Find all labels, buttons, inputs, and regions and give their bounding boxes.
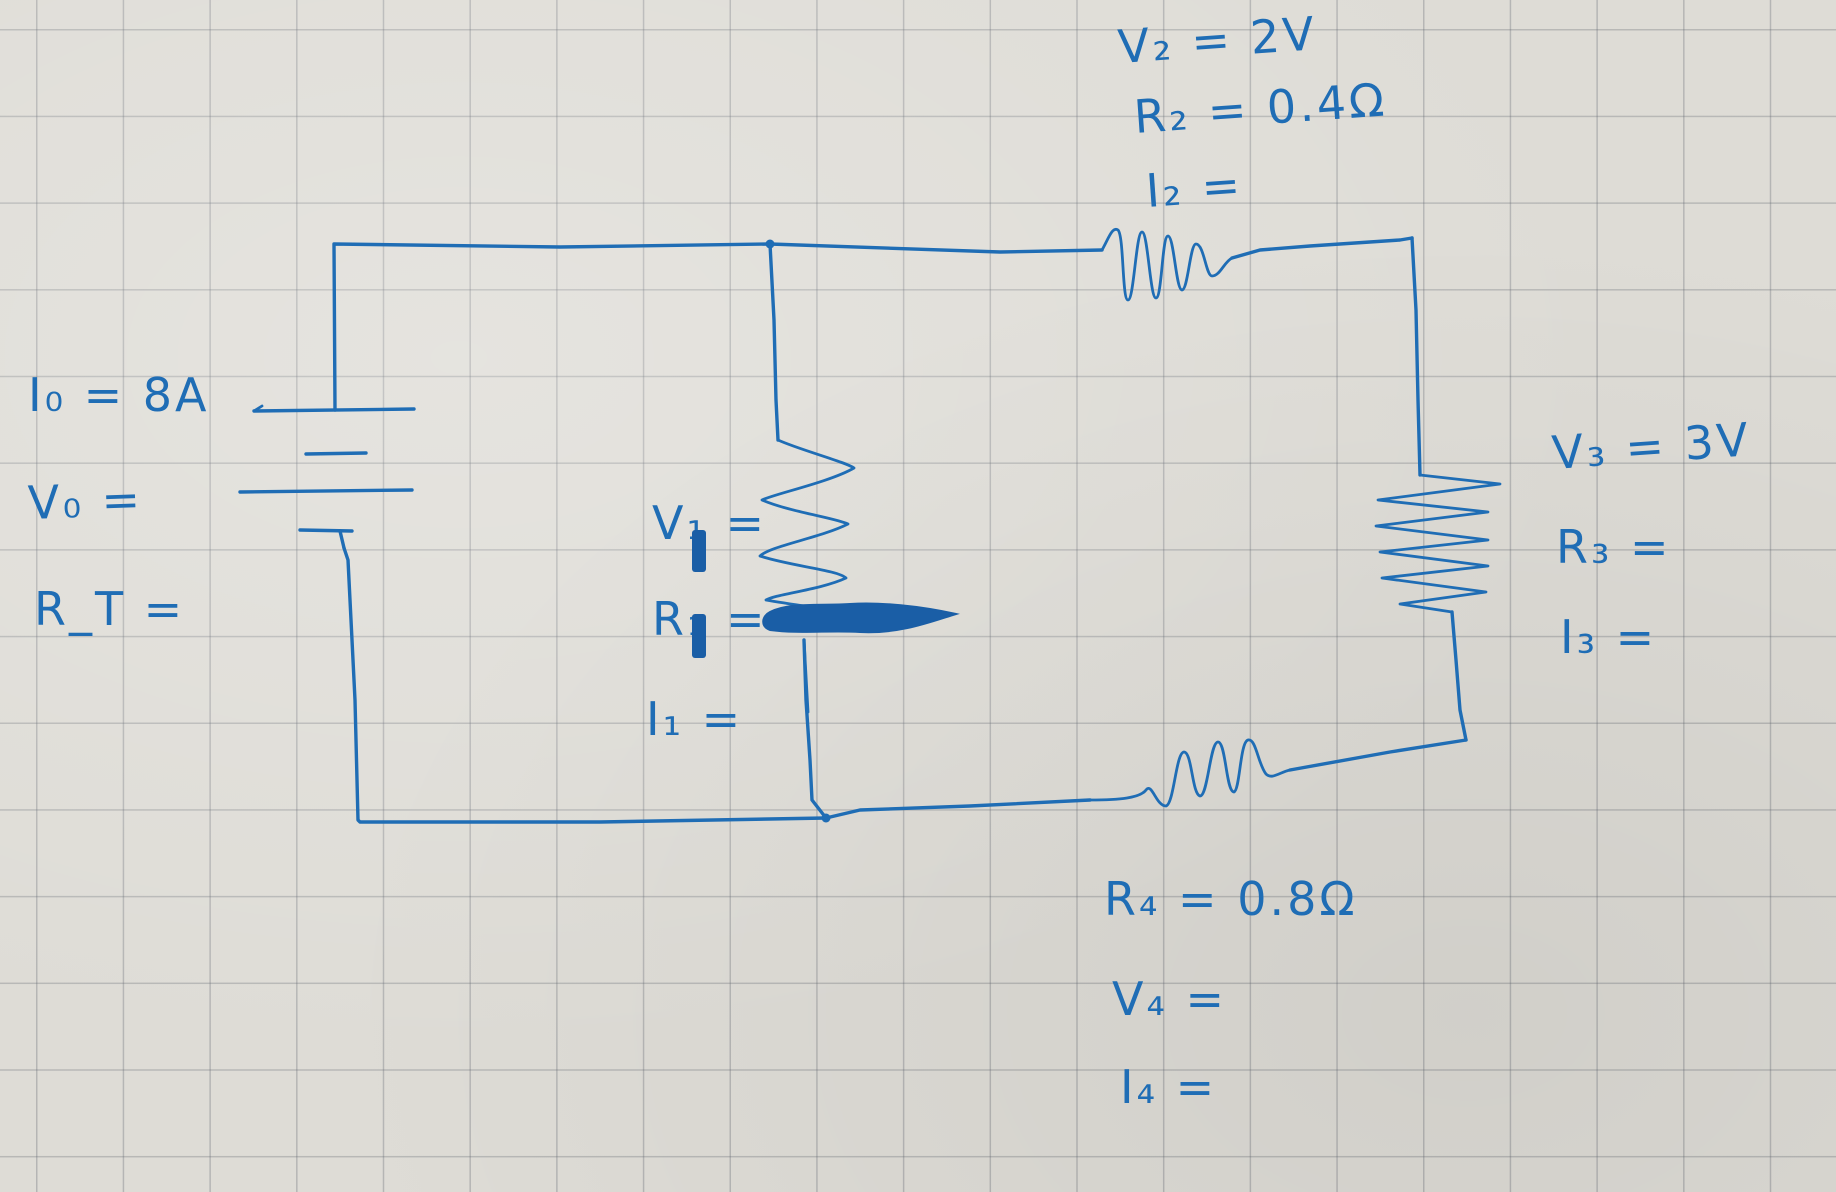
- resistor-3: [1374, 473, 1502, 614]
- battery-plate-short-2: [298, 528, 354, 533]
- r4-resistance-label: R₄ = 0.8Ω: [1104, 872, 1358, 926]
- battery-plate-long-1: [252, 407, 416, 413]
- resistor-2: [1100, 227, 1234, 302]
- battery-plate-short-1: [304, 451, 368, 456]
- r4-voltage-label: V₄ =: [1112, 972, 1228, 1026]
- r3-voltage-label: V₃ = 3V: [1550, 412, 1753, 480]
- source-voltage-label: V₀ =: [27, 472, 144, 530]
- source-current-label: I₀ = 8A: [28, 368, 210, 422]
- wire-branch-tick: [802, 638, 810, 714]
- r1-resistance-label: R₁ =: [652, 592, 768, 646]
- battery-lead-bottom: [338, 529, 346, 550]
- wire-after-r2: [1230, 236, 1414, 260]
- r2-voltage-label: V₂ = 2V: [1116, 6, 1319, 74]
- current-arrow-tick: [252, 404, 264, 413]
- scribbled-out-value: [762, 602, 960, 634]
- wire-bottom-mid: [824, 798, 1092, 820]
- r3-current-label: I₃ =: [1560, 610, 1658, 664]
- r3-resistance-label: R₃ =: [1556, 520, 1672, 574]
- wire-right-bottom: [1450, 610, 1468, 742]
- wire-branch-top: [768, 242, 780, 442]
- r1-subscript-blot-bottom: [692, 614, 706, 658]
- r1-current-label: I₁ =: [646, 692, 744, 746]
- resistor-4: [1088, 738, 1292, 808]
- resistor-1: [758, 438, 864, 618]
- source-total-resistance-label: R_T =: [34, 582, 186, 636]
- r1-subscript-blot-top: [692, 530, 706, 572]
- wire-bottom-left: [342, 546, 828, 824]
- wire-top-right: [768, 242, 1104, 254]
- wire-bottom-right: [1288, 738, 1468, 772]
- wire-branch-bottom: [802, 638, 828, 820]
- wire-top-left: [332, 242, 772, 412]
- r1-voltage-label: V₁ =: [652, 496, 768, 550]
- wire-right-top: [1410, 236, 1422, 477]
- battery-plate-long-2: [238, 488, 414, 494]
- r4-current-label: I₄ =: [1120, 1060, 1218, 1114]
- r2-current-label: I₂ =: [1144, 157, 1245, 218]
